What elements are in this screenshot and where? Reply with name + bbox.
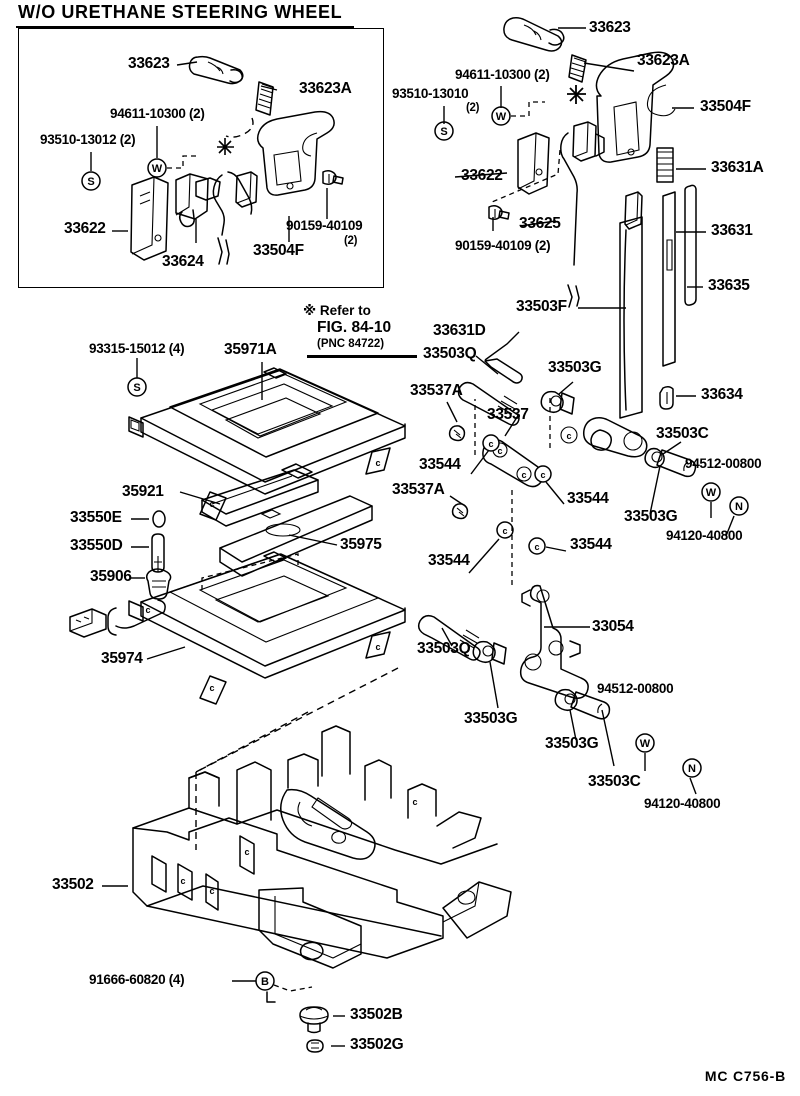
label-33550E: 33550E xyxy=(70,509,122,526)
label-33544-3: 33544 xyxy=(428,552,470,569)
label-35921: 35921 xyxy=(122,483,164,500)
label-33503Q-1: 33503Q xyxy=(423,345,477,362)
refer-note-rule xyxy=(307,355,417,358)
label-inset-33504F: 33504F xyxy=(253,242,304,259)
label-90159-40109: 90159-40109 (2) xyxy=(455,238,551,253)
label-94120-40800-2: 94120-40800 xyxy=(644,796,721,811)
refer-note-line3: (PNC 84722) xyxy=(317,338,385,350)
main-knob-assembly: S W xyxy=(417,17,749,778)
label-33544-4: 33544 xyxy=(570,536,612,553)
diagram-title: W/O URETHANE STEERING WHEEL xyxy=(18,2,343,22)
svg-text:c: c xyxy=(540,470,545,480)
label-33537: 33537 xyxy=(487,406,529,423)
label-33503F: 33503F xyxy=(516,298,567,315)
label-93315-15012: 93315-15012 (4) xyxy=(89,341,185,356)
svg-text:c: c xyxy=(209,886,214,896)
label-33503C-1: 33503C xyxy=(656,425,709,442)
refer-note-line1: Refer to xyxy=(319,303,371,318)
label-inset-90159-qty: (2) xyxy=(344,235,358,247)
label-33503G-3: 33503G xyxy=(464,710,518,727)
label-94120-40800-1: 94120-40800 xyxy=(666,528,743,543)
svg-text:S: S xyxy=(440,126,447,138)
label-33631D: 33631D xyxy=(433,322,486,339)
svg-text:c: c xyxy=(209,499,214,509)
label-33631: 33631 xyxy=(711,222,753,239)
label-33503G-4: 33503G xyxy=(545,735,599,752)
label-33631A: 33631A xyxy=(711,159,764,176)
svg-text:c: c xyxy=(566,431,571,441)
label-33544-1: 33544 xyxy=(419,456,461,473)
svg-text:W: W xyxy=(496,111,507,123)
label-35974: 35974 xyxy=(101,650,143,667)
sheet-code: MC C756-B xyxy=(704,1068,786,1084)
svg-text:S: S xyxy=(133,382,140,394)
label-33502G: 33502G xyxy=(350,1036,404,1053)
label-33502: 33502 xyxy=(52,876,94,893)
svg-text:c: c xyxy=(412,797,417,807)
svg-text:c: c xyxy=(145,605,150,615)
label-94512-00800-1: 94512-00800 xyxy=(685,456,762,471)
svg-text:B: B xyxy=(261,976,269,988)
label-35906: 35906 xyxy=(90,568,132,585)
svg-text:c: c xyxy=(521,470,526,480)
label-33550D: 33550D xyxy=(70,537,123,554)
label-94611-10300: 94611-10300 (2) xyxy=(455,67,550,82)
label-inset-33623: 33623 xyxy=(128,55,170,72)
label-33544-2: 33544 xyxy=(567,490,609,507)
svg-text:c: c xyxy=(534,542,539,552)
refer-note-line2: FIG. 84-10 xyxy=(317,319,392,336)
label-inset-33624: 33624 xyxy=(162,253,204,270)
label-33503G-2: 33503G xyxy=(624,508,678,525)
label-inset-93510-13012: 93510-13012 (2) xyxy=(40,132,136,147)
svg-text:c: c xyxy=(502,526,507,536)
label-35971A: 35971A xyxy=(224,341,277,358)
label-93510-qty: (2) xyxy=(466,102,480,114)
svg-text:N: N xyxy=(735,501,743,513)
svg-text:W: W xyxy=(640,738,651,750)
asterisk-symbol: ※ xyxy=(303,303,317,318)
svg-text:c: c xyxy=(375,642,380,652)
label-33503Q-2: 33503Q xyxy=(417,640,471,657)
label-33503C-2: 33503C xyxy=(588,773,641,790)
title-underline xyxy=(16,26,354,28)
label-inset-33623A: 33623A xyxy=(299,80,352,97)
svg-text:W: W xyxy=(706,487,717,499)
label-33504F: 33504F xyxy=(700,98,751,115)
svg-text:N: N xyxy=(688,763,696,775)
svg-text:c: c xyxy=(497,446,502,456)
svg-text:c: c xyxy=(209,683,214,693)
label-93510-13010: 93510-13010 xyxy=(392,86,469,101)
shift-housing-assembly: c c c c B xyxy=(132,667,512,1053)
label-33623: 33623 xyxy=(589,19,631,36)
label-94512-00800-2: 94512-00800 xyxy=(597,681,674,696)
svg-text:c: c xyxy=(375,458,380,468)
label-33537A-2: 33537A xyxy=(392,481,445,498)
label-33054: 33054 xyxy=(592,618,634,635)
label-33634: 33634 xyxy=(701,386,743,403)
label-33537A-1: 33537A xyxy=(410,382,463,399)
asterisk-marker-main xyxy=(567,85,586,104)
label-inset-33622: 33622 xyxy=(64,220,106,237)
label-35975: 35975 xyxy=(340,536,382,553)
svg-text:c: c xyxy=(488,439,493,449)
label-33622: 33622 xyxy=(461,167,503,184)
label-inset-94611-10300: 94611-10300 (2) xyxy=(110,106,205,121)
refer-note: ※ Refer to xyxy=(303,303,371,319)
inset-frame xyxy=(18,28,384,288)
label-33623A: 33623A xyxy=(637,52,690,69)
label-33625: 33625 xyxy=(519,215,561,232)
svg-text:c: c xyxy=(180,876,185,886)
label-inset-90159-40109: 90159-40109 xyxy=(286,218,363,233)
svg-text:c: c xyxy=(244,847,249,857)
label-33635: 33635 xyxy=(708,277,750,294)
label-33503G-1: 33503G xyxy=(548,359,602,376)
label-91666-60820: 91666-60820 (4) xyxy=(89,972,185,987)
label-33502B: 33502B xyxy=(350,1006,403,1023)
